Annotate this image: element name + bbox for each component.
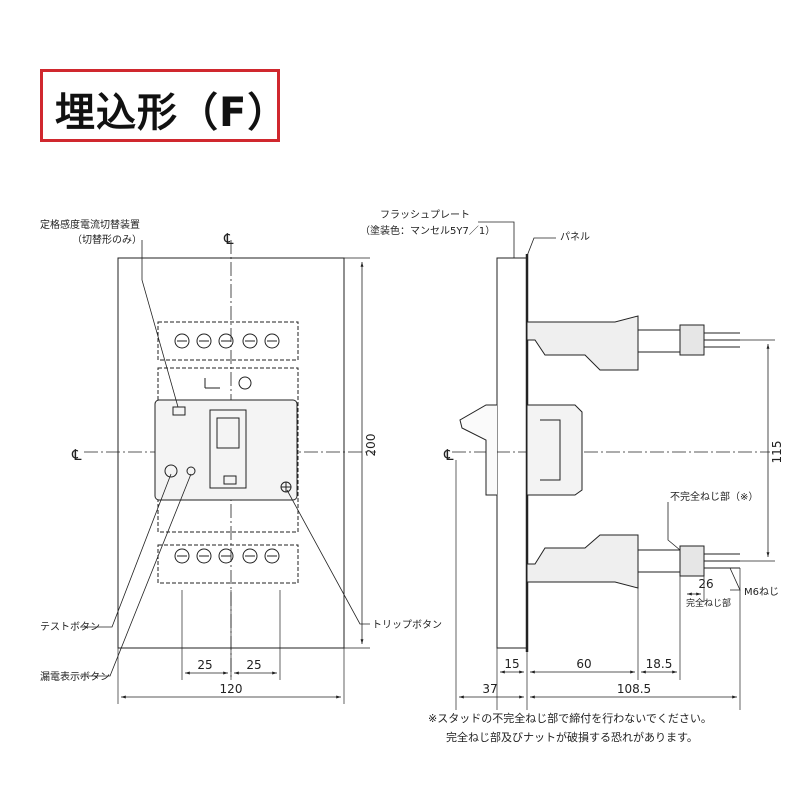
dim-108-5-label: 108.5 (617, 682, 651, 696)
front-center-mark-left: ℄ (71, 446, 82, 464)
side-center-mark: ℄ (443, 446, 454, 464)
leader-test-button (80, 473, 172, 628)
label-complete-thread: 完全ねじ部 (686, 597, 731, 609)
rated-switch-window (172, 406, 186, 416)
dim-15-label: 15 (504, 657, 519, 671)
upper-terminal-block (157, 321, 299, 361)
dim-115-label: 115 (770, 441, 784, 464)
leader-flush-plate (478, 221, 515, 258)
title-box: 埋込形（F） (40, 69, 287, 142)
side-lower-body (526, 534, 639, 589)
side-upper-body (526, 315, 639, 371)
leader-leak-button (80, 473, 192, 677)
dim-60-label: 60 (576, 657, 591, 671)
leader-trip-button (286, 489, 370, 625)
label-rated-switch-note: （切替形のみ） (72, 233, 142, 246)
dim-pitch-left-label: 25 (197, 658, 212, 672)
upper-terminal-screws (174, 333, 280, 349)
dim-37-label: 37 (482, 682, 497, 696)
lower-stud-nut (679, 545, 705, 577)
test-button (164, 464, 178, 478)
side-view (452, 221, 775, 710)
leader-panel (526, 237, 556, 257)
note-line-2: 完全ねじ部及びナットが破損する恐れがあります。 (446, 730, 698, 744)
dim-18-5-label: 18.5 (646, 657, 673, 671)
leader-m6 (729, 567, 741, 591)
dim-height-label: 200 (364, 434, 378, 457)
leader-rated-switch (141, 240, 179, 408)
page-title: 埋込形（F） (55, 90, 289, 136)
label-test-button: テストボタン (40, 621, 100, 633)
label-leak-button: 漏電表示ボタン (40, 670, 110, 683)
label-plate-color: （塗装色：マンセル5Y7／1） (360, 224, 495, 237)
label-flush-plate: フラッシュプレート (380, 209, 470, 221)
dim-width-label: 120 (220, 682, 243, 696)
side-middle-body (526, 404, 583, 496)
leader-incomplete-thread (667, 502, 681, 551)
front-center-mark-top: ℄ (223, 230, 234, 248)
dim-pitch-right-label: 25 (246, 658, 261, 672)
dim-26-label: 26 (698, 577, 713, 591)
label-trip-button: トリップボタン (372, 619, 442, 631)
side-flush-plate (496, 257, 528, 649)
label-rated-switch: 定格感度電流切替装置 (40, 218, 140, 231)
lower-terminal-block (157, 544, 299, 584)
label-m6: M6ねじ (744, 586, 779, 598)
front-view (80, 240, 376, 704)
breaker-handle (209, 409, 247, 489)
label-incomplete-thread: 不完全ねじ部（※） (670, 490, 758, 503)
lower-terminal-screws (174, 548, 280, 564)
side-handle (459, 404, 497, 496)
label-panel: パネル (560, 231, 590, 243)
note-line-1: ※スタッドの不完全ねじ部で締付を行わないでください。 (428, 711, 712, 725)
upper-stud-nut (679, 324, 705, 356)
